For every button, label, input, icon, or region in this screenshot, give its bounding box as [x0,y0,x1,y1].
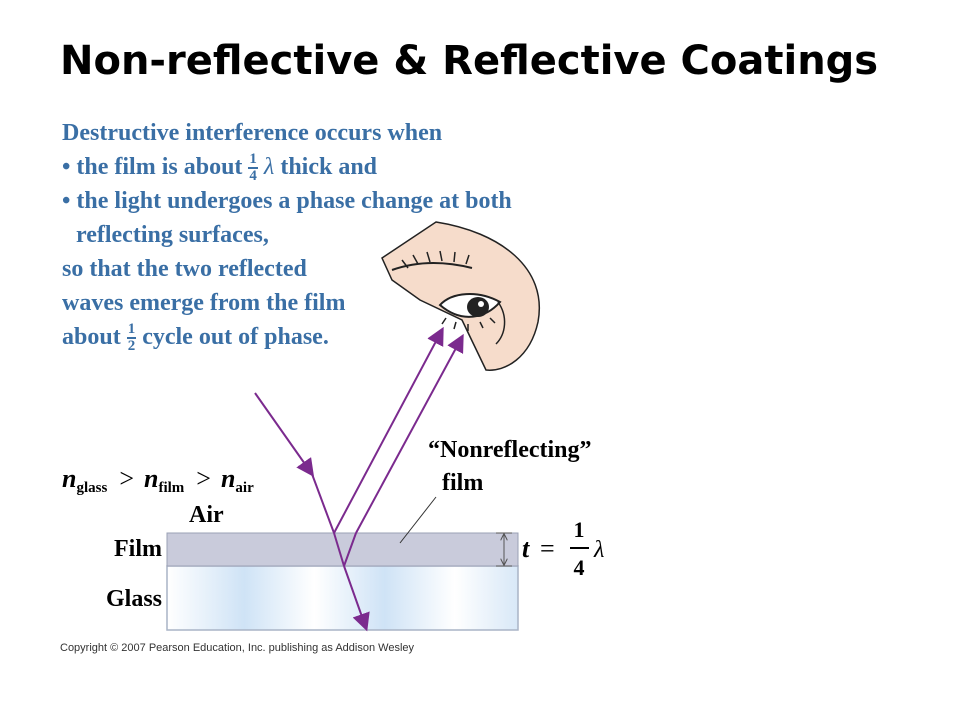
text-line-2-start: • the film is about [62,154,243,180]
thickness-indicator [496,532,512,567]
copyright-notice: Copyright © 2007 Pearson Education, Inc.… [60,642,415,654]
nonreflecting-annotation: “Nonreflecting” film [428,437,598,496]
slide-title: Non-reflective & Reflective Coatings [60,38,879,84]
reflected-ray-top [333,326,444,534]
incident-ray [254,392,315,477]
svg-text:=: = [540,534,555,563]
internal-reflected-ray [343,532,357,567]
text-line-4: reflecting surfaces, [76,222,269,248]
thickness-equation: t = 1 4 λ [522,517,604,580]
transmitted-ray [343,565,370,632]
glass-layer [166,565,519,631]
air-label: Air [189,502,224,528]
refracted-ray [333,532,345,567]
text-line-6: waves emerge from the film [62,290,346,316]
light-rays [254,326,464,632]
reflected-ray-bottom [355,333,464,534]
text-line-7-end: cycle out of phase. [142,324,329,350]
incident-ray-continued [311,473,335,534]
text-line-3: • the light undergoes a phase change at … [62,188,512,214]
eye-illustration [381,221,541,371]
svg-text:4: 4 [574,555,585,580]
text-line-7-start: about [62,324,121,350]
film-layer [166,532,519,567]
fraction-denominator: 4 [249,168,257,185]
index-inequality: nglass>nfilm>nair [62,464,254,496]
glass-label: Glass [106,586,162,612]
text-line-2-end: thick and [280,154,378,180]
fraction-numerator: 1 [126,321,137,340]
fraction-denominator: 2 [127,338,136,355]
svg-text:t: t [522,534,530,563]
svg-text:λ: λ [593,537,604,563]
svg-text:1: 1 [574,517,585,542]
fraction-numerator: 1 [248,151,258,170]
film-label: Film [114,536,162,562]
text-line-1: Destructive interference occurs when [62,120,443,146]
lambda-symbol: λ [263,154,275,180]
text-line-5: so that the two reflected [62,256,307,282]
annotation-leader [399,496,437,544]
explanation-text: Destructive interference occurs when • t… [62,116,512,354]
